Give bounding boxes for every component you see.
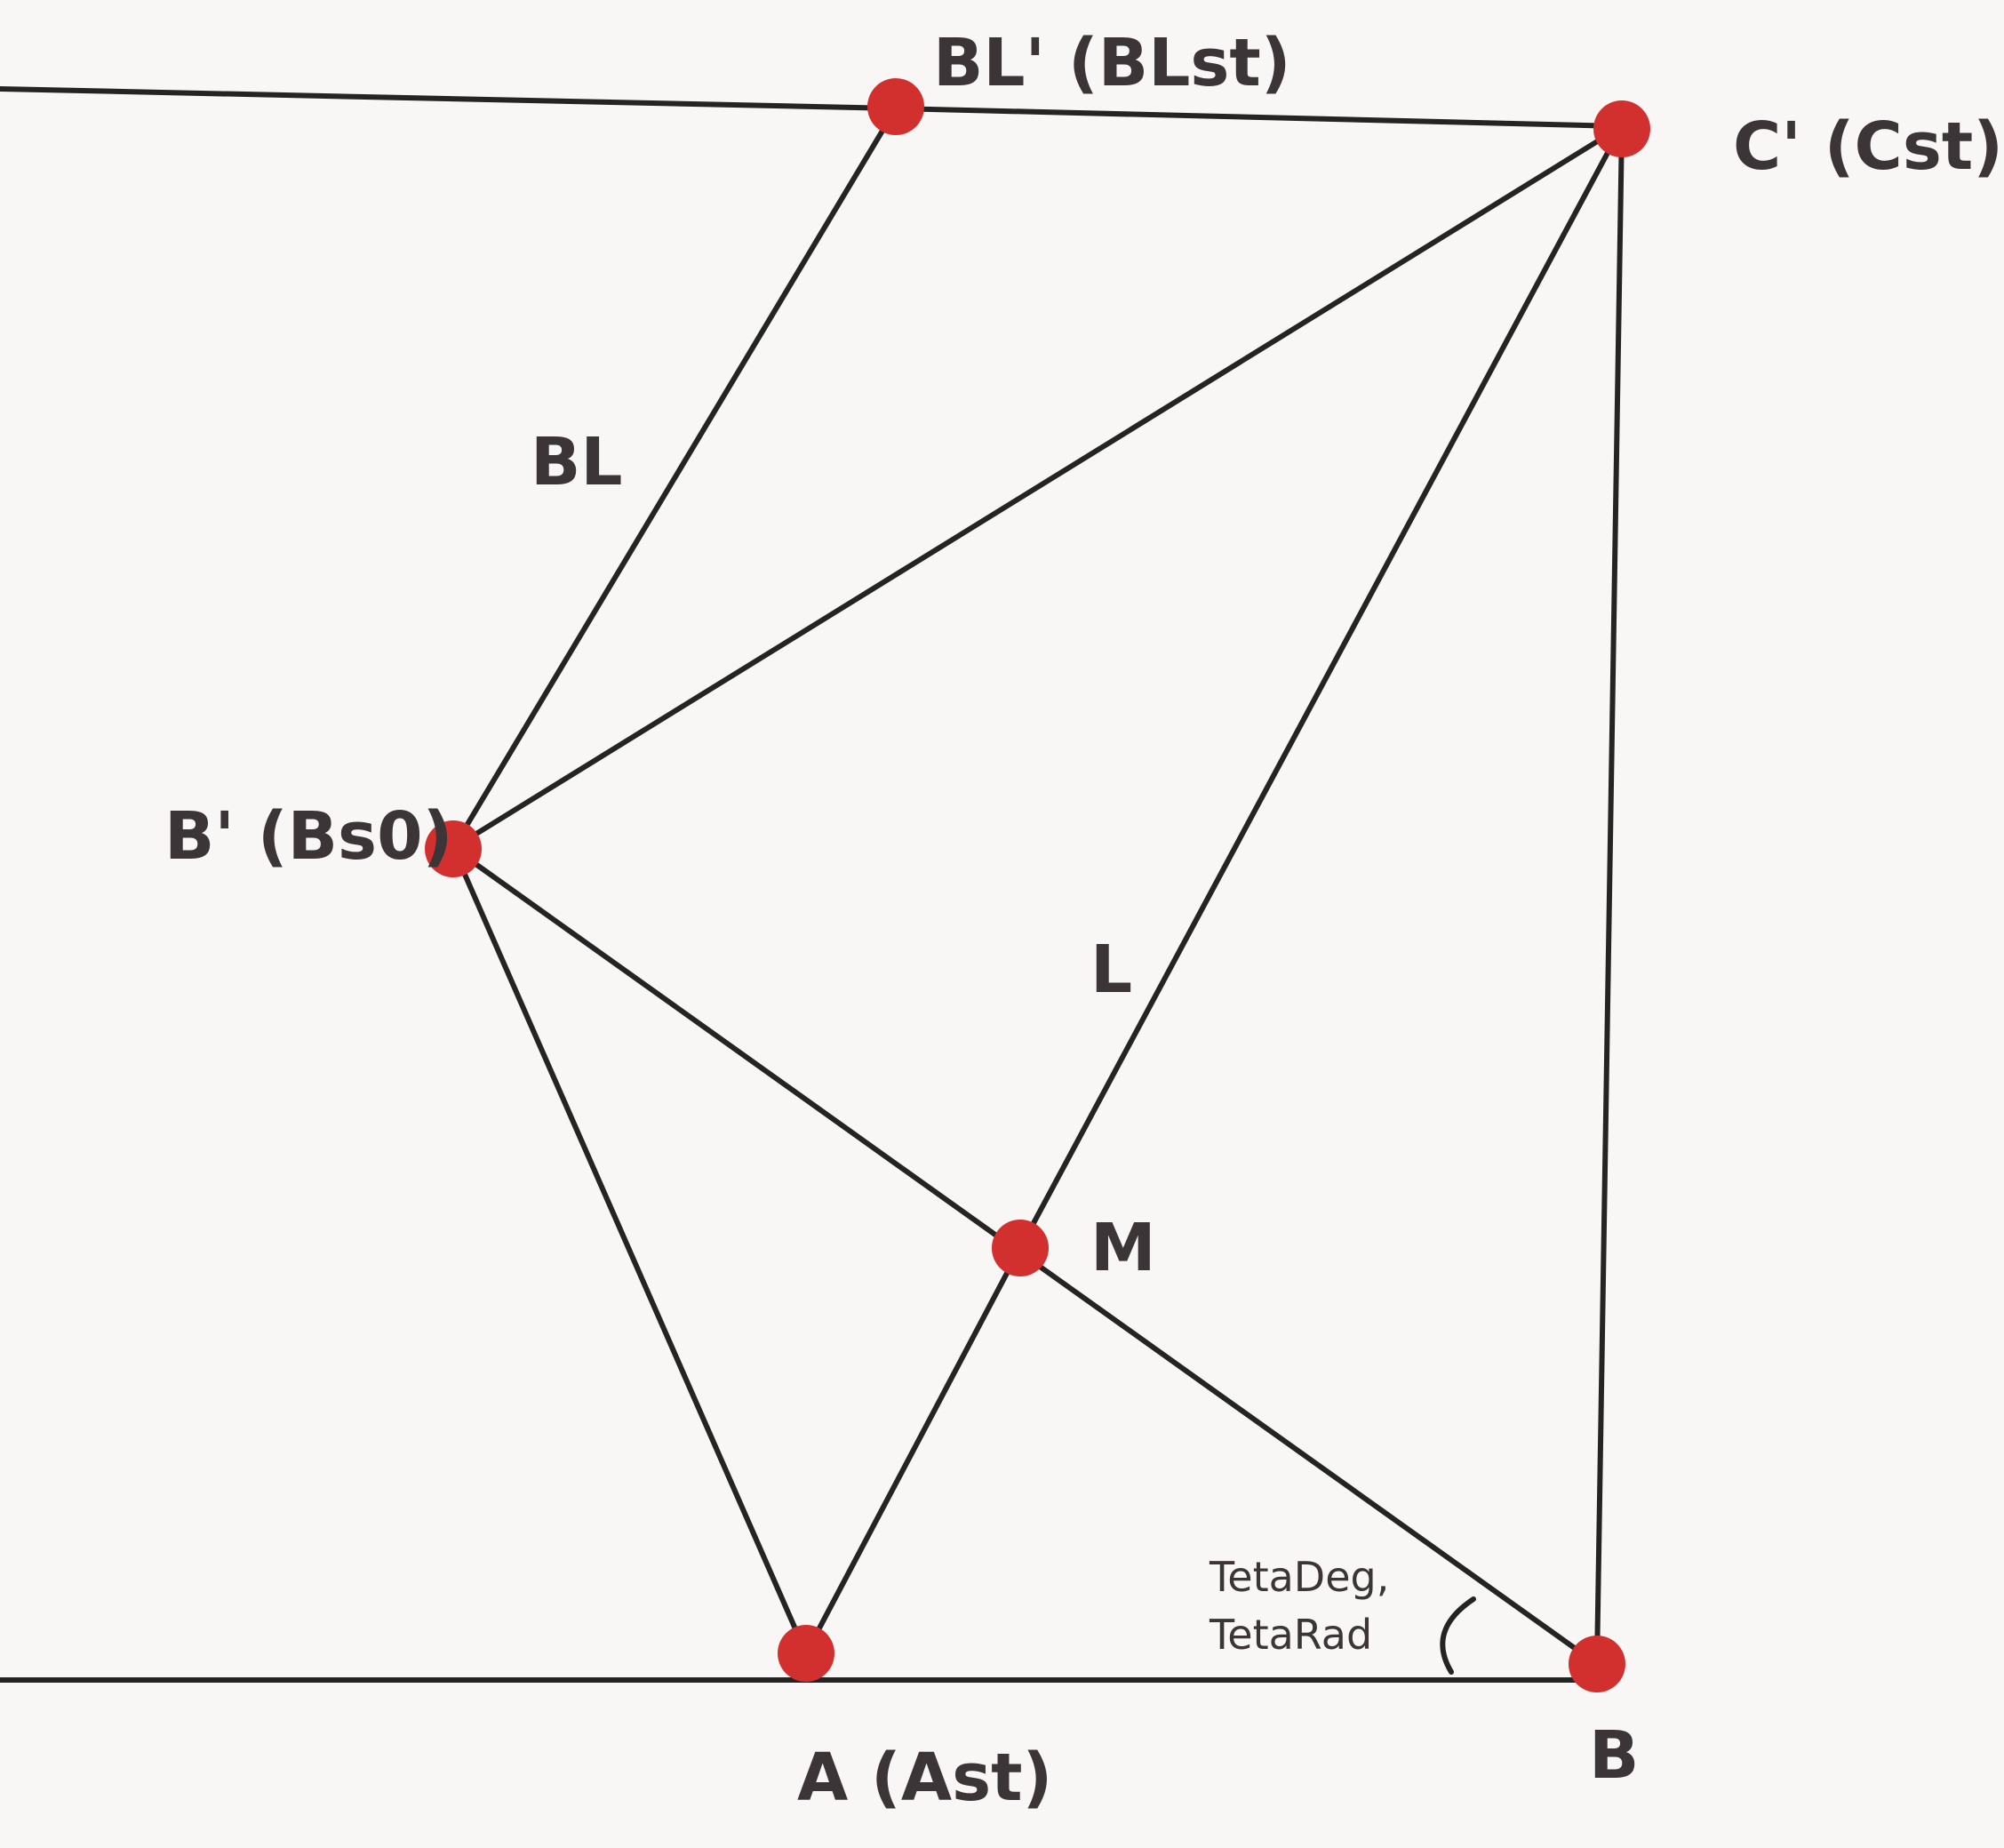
label-b: B xyxy=(1589,1717,1639,1794)
label-cp: C' (Cst) xyxy=(1733,108,2003,185)
point-blp xyxy=(867,78,924,135)
point-b xyxy=(1569,1636,1625,1692)
segment-cp-b xyxy=(1594,124,1625,1667)
label-angle-line2: TetaRad xyxy=(1209,1611,1372,1659)
segment-blp-cp xyxy=(893,106,1625,129)
segment-bl xyxy=(451,106,898,851)
angle-arc-teta xyxy=(1440,1596,1476,1675)
point-m xyxy=(992,1220,1049,1276)
point-cp xyxy=(1593,100,1650,157)
label-blp: BL' (BLst) xyxy=(933,25,1291,101)
point-bp xyxy=(425,820,482,877)
segment-m-a xyxy=(803,1245,1023,1656)
segment-l xyxy=(1018,124,1625,1251)
label-a: A (Ast) xyxy=(797,1740,1052,1816)
segment-bp-cp xyxy=(451,124,1625,851)
label-m: M xyxy=(1090,1210,1156,1286)
label-angle-line1: TetaDeg, xyxy=(1209,1553,1389,1601)
segment-bp-a xyxy=(451,845,809,1656)
label-segment-l: L xyxy=(1090,932,1132,1008)
label-segment-bl: BL xyxy=(531,424,623,500)
label-bp: B' (Bs0) xyxy=(164,798,452,875)
top-left-line xyxy=(0,86,898,111)
point-a xyxy=(778,1625,834,1682)
